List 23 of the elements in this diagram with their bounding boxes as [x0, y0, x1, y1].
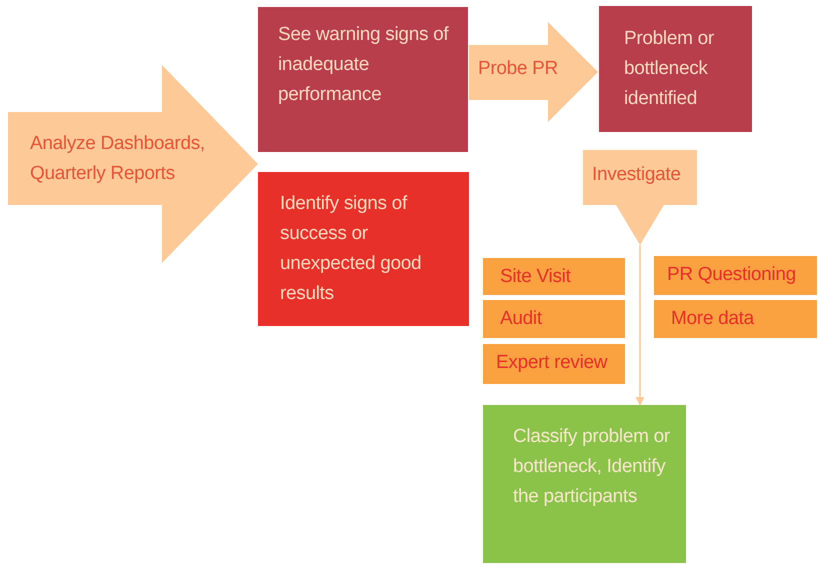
box-label: Problem or bottleneck identified [624, 27, 715, 111]
box-label: Expert review [496, 351, 608, 375]
process-box [654, 256, 817, 295]
process-box [258, 172, 469, 326]
box-label: Identify signs of success or unexpected good results [280, 192, 422, 306]
box-label: Audit [500, 307, 543, 331]
process-box [483, 300, 625, 338]
box-label: PR Questioning [667, 263, 797, 287]
block-arrow [469, 22, 598, 122]
box-label: More data [671, 307, 756, 331]
box-label: Site Visit [500, 265, 572, 289]
connector-arrow [636, 245, 644, 406]
arrow-label: Analyze Dashboards, Quarterly Reports [30, 132, 206, 186]
process-box [258, 7, 468, 152]
process-box [483, 405, 686, 563]
process-box [483, 344, 625, 384]
box-label: See warning signs of inadequate performance [278, 23, 450, 107]
arrow-label: Investigate [592, 163, 682, 187]
process-box [654, 300, 817, 338]
edge-label: Probe PR [478, 57, 558, 81]
process-box [483, 258, 625, 295]
box-label: Classify problem or bottleneck, Identify the participants [513, 425, 671, 509]
process-box [599, 6, 752, 132]
